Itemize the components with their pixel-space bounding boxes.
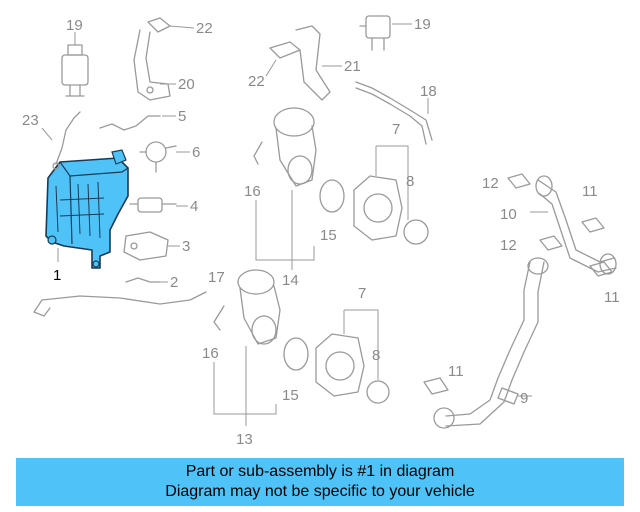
part-18-pipe [355, 81, 433, 141]
callout-13: 13 [236, 431, 253, 448]
info-banner: Part or sub-assembly is #1 in diagram Di… [16, 458, 624, 506]
callout-12-lower: 12 [500, 237, 517, 254]
part-12-gasket-lower [539, 235, 563, 251]
part-19-valve-left [61, 44, 89, 97]
part-23-sensor [55, 111, 81, 165]
banner-line-1: Part or sub-assembly is #1 in diagram [185, 463, 455, 480]
part-15-gasket-lower [283, 337, 309, 371]
callout-2: 2 [170, 274, 178, 291]
callout-17: 17 [208, 269, 225, 286]
callout-11-mid: 11 [604, 289, 620, 306]
part-3-bracket [123, 231, 169, 261]
part-7-throttle-upper [353, 175, 403, 241]
part-19-valve-right [359, 15, 391, 51]
callout-8-lower: 8 [372, 347, 380, 364]
banner-line-2: Diagram may not be specific to your vehi… [165, 483, 475, 500]
part-4-valve [129, 197, 177, 213]
part-7-throttle-lower [315, 333, 365, 397]
callout-11-upper: 11 [582, 183, 598, 200]
part-17-hose [33, 291, 207, 313]
callout-20: 20 [178, 76, 195, 93]
part-10-pipe [535, 175, 617, 275]
part-6-valve [139, 141, 177, 173]
part-14-egr-valve-upper [273, 107, 317, 187]
callout-6: 6 [192, 144, 200, 161]
callout-9: 9 [520, 390, 528, 407]
callout-5: 5 [178, 108, 186, 125]
callout-15-upper: 15 [320, 227, 337, 244]
callout-1: 1 [53, 267, 61, 284]
part-22-20-bracket [133, 17, 171, 101]
callout-18: 18 [420, 83, 437, 100]
part-11-gasket-upper [581, 217, 605, 233]
part-11-gasket-lower [423, 377, 449, 395]
part-2-clip [125, 277, 161, 283]
part-1-canister[interactable] [45, 149, 129, 269]
part-12-gasket-upper [507, 173, 531, 189]
callout-16-upper: 16 [244, 183, 261, 200]
callout-15-lower: 15 [282, 387, 299, 404]
callout-12-upper: 12 [482, 175, 499, 192]
callout-19-right: 19 [414, 16, 431, 33]
part-16-clip-lower [213, 305, 225, 331]
callout-16-lower: 16 [202, 345, 219, 362]
part-13-egr-valve-lower [237, 269, 281, 345]
part-8-gasket-lower [366, 380, 390, 404]
callout-7-upper: 7 [392, 121, 400, 138]
part-16-clip-upper [253, 141, 263, 165]
parts-diagram: 1 19 22 20 23 5 6 4 3 [22, 15, 620, 448]
part-22-21-bracket [269, 25, 331, 101]
callout-10: 10 [500, 206, 517, 223]
callout-22-right: 22 [248, 73, 265, 90]
callout-7-lower: 7 [358, 285, 366, 302]
part-15-gasket-upper [319, 179, 345, 213]
part-8-gasket-upper [403, 219, 429, 245]
callout-14: 14 [282, 272, 299, 289]
callout-4: 4 [190, 198, 198, 215]
callout-19-left: 19 [66, 17, 83, 34]
callout-21: 21 [344, 58, 361, 75]
callout-22-left: 22 [196, 20, 213, 37]
callout-23: 23 [22, 112, 39, 129]
part-9-pipe [433, 257, 549, 429]
part-11-gasket-mid [589, 261, 613, 277]
part-5-hose [99, 115, 161, 131]
callout-11-lower: 11 [448, 363, 464, 380]
callout-3: 3 [182, 238, 190, 255]
callout-8-upper: 8 [406, 173, 414, 190]
